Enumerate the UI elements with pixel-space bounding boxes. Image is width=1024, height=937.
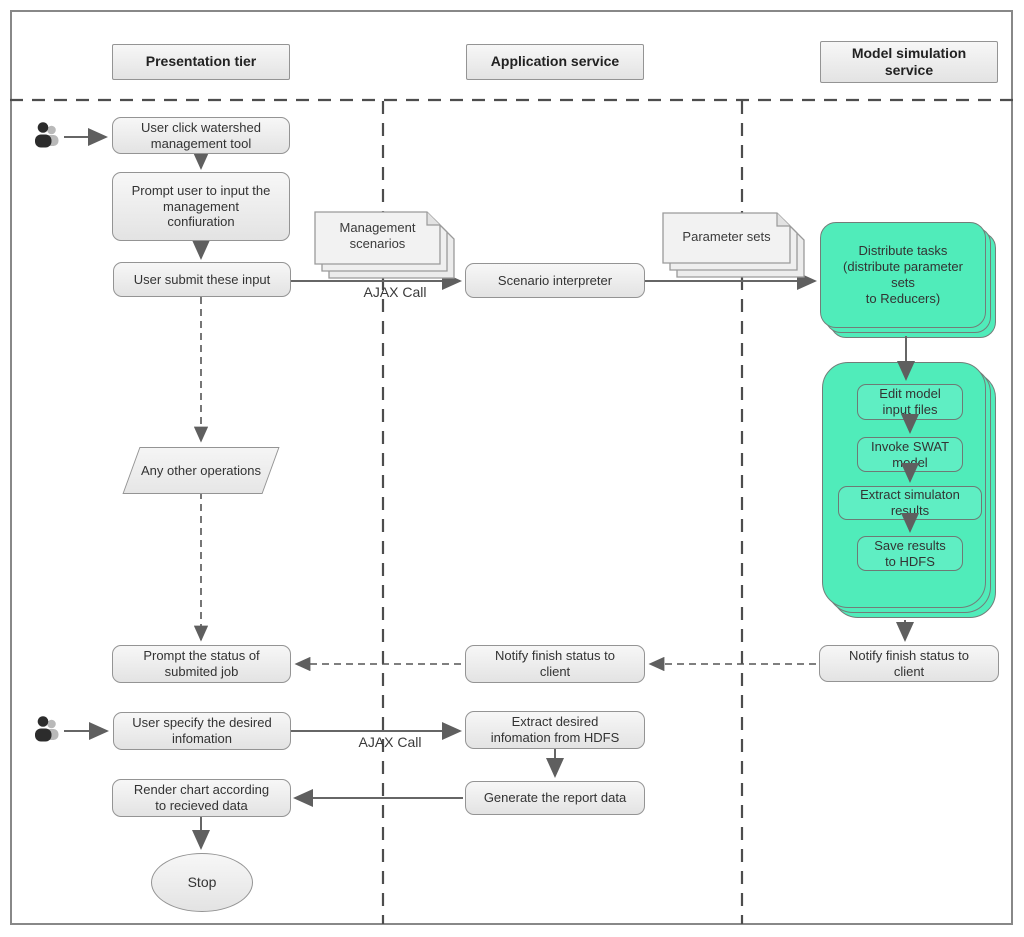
lane-header-application: Application service (466, 44, 644, 80)
node-prompt-input-configuration: Prompt user to input the management conf… (112, 172, 290, 241)
node-invoke-swat-model: Invoke SWAT model (857, 437, 963, 472)
node-render-chart: Render chart according to recieved data (112, 779, 291, 817)
node-extract-simulation-results: Extract simulaton results (838, 486, 982, 520)
document-label-management-scenarios: Management scenarios (339, 220, 416, 252)
node-generate-report-data: Generate the report data (465, 781, 645, 815)
node-user-submit-input: User submit these input (113, 262, 291, 297)
diagram-border (10, 10, 1013, 925)
user-actor-icon (32, 118, 64, 157)
node-distribute-tasks: Distribute tasks (distribute parameter s… (820, 222, 986, 328)
node-extract-desired-information: Extract desired infomation from HDFS (465, 711, 645, 749)
node-any-other-operations: Any other operations (122, 447, 280, 494)
node-scenario-interpreter: Scenario interpreter (465, 263, 645, 298)
ajax-call-label: AJAX Call (358, 734, 422, 750)
node-user-click-watershed: User click watershed management tool (112, 117, 290, 154)
node-user-specify-information: User specify the desired infomation (113, 712, 291, 750)
node-edit-model-input-files: Edit model input files (857, 384, 963, 420)
lane-header-presentation: Presentation tier (112, 44, 290, 80)
node-save-results-hdfs: Save results to HDFS (857, 536, 963, 571)
node-notify-finish-status-app: Notify finish status to client (465, 645, 645, 683)
node-notify-finish-status-model: Notify finish status to client (819, 645, 999, 682)
lane-header-model-simulation: Model simulation service (820, 41, 998, 83)
ajax-call-label: AJAX Call (363, 284, 427, 300)
document-label-parameter-sets: Parameter sets (682, 229, 771, 244)
user-actor-icon (32, 712, 64, 751)
node-stop: Stop (151, 853, 253, 912)
node-prompt-status-submitted-job: Prompt the status of submited job (112, 645, 291, 683)
